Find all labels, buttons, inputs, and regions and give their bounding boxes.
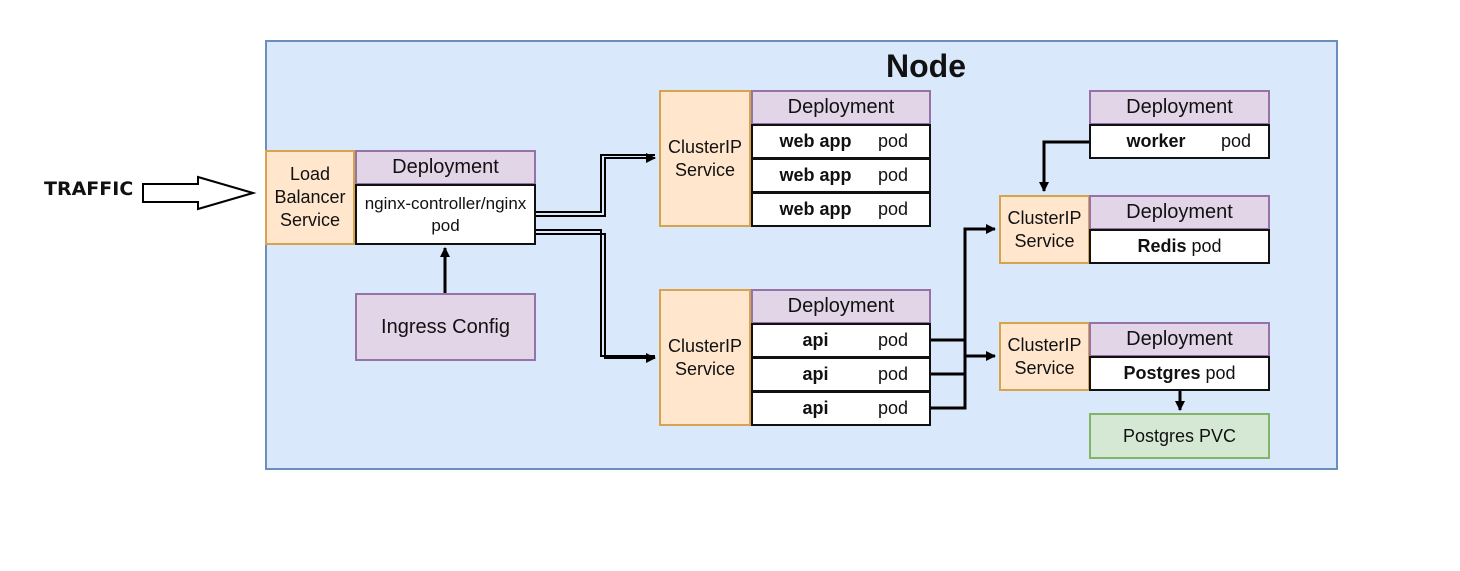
web-app-pod-suffix: pod <box>878 199 909 219</box>
postgres-pod-name: Postgres <box>1123 363 1201 383</box>
api-deployment-header: Deployment <box>751 289 931 324</box>
api-to-postgres-line <box>931 351 996 376</box>
postgres-pod-suffix: pod <box>1205 363 1236 383</box>
api-clusterip-service: ClusterIP Service <box>659 289 751 426</box>
api-pod-suffix: pod <box>878 398 909 418</box>
web-app-pod-suffix: pod <box>878 165 909 185</box>
postgres-pod: Postgres pod <box>1089 356 1270 391</box>
api-pod-suffix: pod <box>878 330 909 350</box>
nginx-to-api-line-a <box>536 229 655 357</box>
worker-to-redis-arrow <box>1039 140 1089 192</box>
web-app-pod-name: web app <box>779 199 852 219</box>
redis-clusterip-service-label: ClusterIP Service <box>1007 207 1082 251</box>
redis-pod: Redis pod <box>1089 229 1270 264</box>
redis-pod-name: Redis <box>1137 236 1187 256</box>
node-title: Node <box>886 48 966 84</box>
web-clusterip-service-label: ClusterIP Service <box>667 136 743 180</box>
worker-pod: worker pod <box>1089 124 1270 159</box>
web-app-pod: web app pod <box>751 192 931 227</box>
postgres-clusterip-service-label: ClusterIP Service <box>1007 334 1082 378</box>
api-pod: api pod <box>751 357 931 392</box>
postgres-pvc: Postgres PVC <box>1089 413 1270 459</box>
nginx-to-api-line-b <box>536 233 656 363</box>
web-app-pod-name: web app <box>779 131 852 151</box>
redis-deployment-header: Deployment <box>1089 195 1270 230</box>
nginx-to-web-line-b <box>536 153 656 217</box>
api-pod3-line <box>931 356 967 410</box>
api-pod-name: api <box>802 330 829 350</box>
worker-pod-name: worker <box>1126 131 1186 151</box>
load-balancer-service-label: Load Balancer Service <box>274 164 346 230</box>
api-pod-suffix: pod <box>878 364 909 384</box>
postgres-clusterip-service: ClusterIP Service <box>999 322 1090 391</box>
web-clusterip-service: ClusterIP Service <box>659 90 751 227</box>
api-clusterip-service-label: ClusterIP Service <box>667 335 743 379</box>
worker-pod-suffix: pod <box>1221 131 1252 151</box>
nginx-deployment-header: Deployment <box>355 150 536 185</box>
nginx-controller-pod: nginx-controller/nginx pod <box>355 184 536 245</box>
api-pod: api pod <box>751 391 931 426</box>
web-app-pod-name: web app <box>779 165 852 185</box>
nginx-to-web-line-a <box>536 154 655 213</box>
nginx-controller-pod-label: nginx-controller/nginx pod <box>364 193 527 235</box>
postgres-deployment-header: Deployment <box>1089 322 1270 357</box>
web-app-pod-suffix: pod <box>878 131 909 151</box>
traffic-label: TRAFFIC <box>44 178 134 200</box>
api-to-redis-line <box>931 224 996 342</box>
api-pod-name: api <box>802 364 829 384</box>
ingress-config: Ingress Config <box>355 293 536 361</box>
redis-clusterip-service: ClusterIP Service <box>999 195 1090 264</box>
load-balancer-service: Load Balancer Service <box>265 150 355 245</box>
traffic-arrow <box>142 175 257 211</box>
redis-pod-suffix: pod <box>1191 236 1222 256</box>
api-pod-name: api <box>802 398 829 418</box>
